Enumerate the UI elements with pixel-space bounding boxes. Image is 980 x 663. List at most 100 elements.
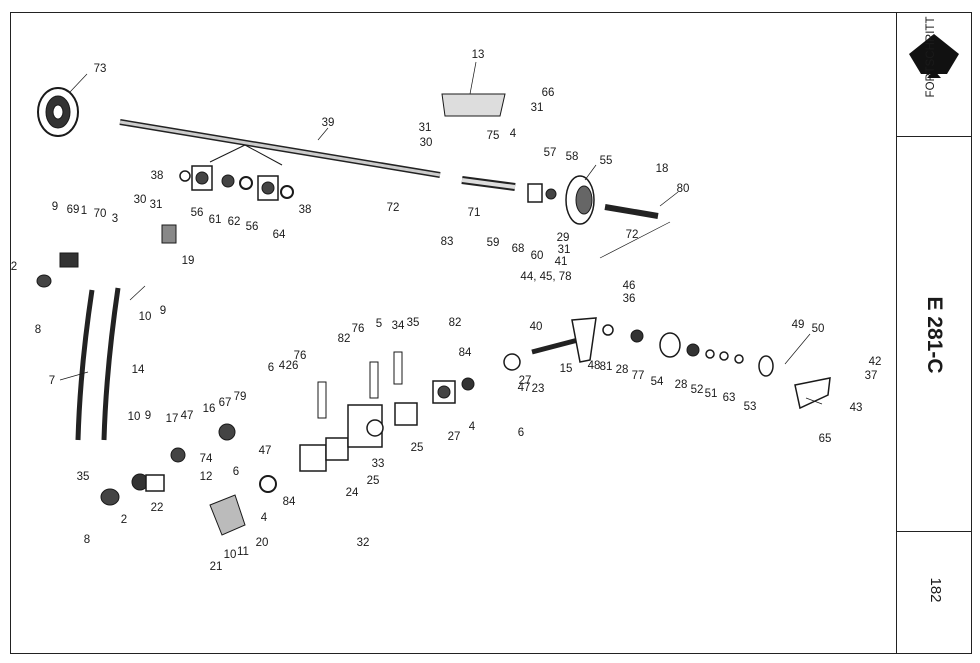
shaft-71-assembly bbox=[461, 175, 659, 225]
callout-81: 81 bbox=[600, 361, 613, 373]
callout-24: 24 bbox=[346, 487, 359, 499]
callout-26: 26 bbox=[286, 360, 299, 372]
callout-32: 32 bbox=[357, 537, 370, 549]
callout-23: 23 bbox=[532, 383, 545, 395]
callout-40: 40 bbox=[530, 321, 543, 333]
callout-29: 29 bbox=[557, 232, 570, 244]
callout-43: 43 bbox=[850, 402, 863, 414]
callout-4: 4 bbox=[510, 128, 517, 140]
leader-lines bbox=[59, 61, 823, 405]
callout-6: 6 bbox=[233, 466, 239, 478]
callout-36: 36 bbox=[623, 293, 636, 305]
callout-53: 53 bbox=[744, 401, 757, 413]
callout-42: 42 bbox=[869, 356, 882, 368]
callout-57: 57 bbox=[544, 147, 557, 159]
callout-47: 47 bbox=[259, 445, 272, 457]
callout-38: 38 bbox=[151, 170, 164, 182]
callout-64: 64 bbox=[273, 229, 286, 241]
callout-75: 75 bbox=[487, 130, 500, 142]
callout-10: 10 bbox=[139, 311, 152, 323]
callout-4: 4 bbox=[279, 360, 286, 372]
callout-59: 59 bbox=[487, 237, 500, 249]
callout-7: 7 bbox=[49, 375, 55, 387]
callout-52: 52 bbox=[691, 384, 704, 396]
callout-72: 72 bbox=[387, 202, 400, 214]
callout-17: 17 bbox=[166, 413, 179, 425]
callout-63: 63 bbox=[723, 392, 736, 404]
callout-47: 47 bbox=[181, 410, 194, 422]
callout-74: 74 bbox=[200, 453, 213, 465]
callout-82: 82 bbox=[338, 333, 351, 345]
callout-9: 9 bbox=[145, 410, 151, 422]
callout-50: 50 bbox=[812, 323, 825, 335]
logo-cell: FORTSCHRITT bbox=[897, 12, 971, 137]
callout-60: 60 bbox=[531, 250, 544, 262]
callout-15: 15 bbox=[560, 363, 573, 375]
callout-56: 56 bbox=[191, 207, 204, 219]
callout-10: 10 bbox=[128, 411, 141, 423]
callout-2: 2 bbox=[121, 514, 127, 526]
callout-35: 35 bbox=[407, 317, 420, 329]
plate-13 bbox=[441, 93, 506, 117]
callout-1: 1 bbox=[81, 205, 87, 217]
output-shaft-40 bbox=[531, 317, 831, 410]
callout-27: 27 bbox=[519, 375, 532, 387]
callout-28: 28 bbox=[675, 379, 688, 391]
callout-9: 9 bbox=[52, 201, 58, 213]
callout-56: 56 bbox=[246, 221, 259, 233]
tension-arms bbox=[36, 252, 121, 441]
callout-71: 71 bbox=[468, 207, 481, 219]
brand-name: FORTSCHRITT bbox=[925, 17, 937, 98]
callout-67: 67 bbox=[219, 397, 232, 409]
callout-83: 83 bbox=[441, 236, 454, 248]
callout-16: 16 bbox=[203, 403, 216, 415]
callout-27: 27 bbox=[448, 431, 461, 443]
callout-34: 34 bbox=[392, 320, 405, 332]
callout-39: 39 bbox=[322, 117, 335, 129]
callout-30: 30 bbox=[420, 137, 433, 149]
gearbox-plates bbox=[299, 351, 521, 472]
callout-84: 84 bbox=[459, 347, 472, 359]
callout-62: 62 bbox=[228, 216, 241, 228]
clamp-19 bbox=[161, 224, 177, 244]
callout-3: 3 bbox=[112, 213, 118, 225]
callout-11: 11 bbox=[237, 546, 249, 558]
callout-10: 10 bbox=[224, 549, 237, 561]
callout-68: 68 bbox=[512, 243, 525, 255]
callout-37: 37 bbox=[865, 370, 878, 382]
page-number: 182 bbox=[927, 577, 944, 603]
callout-76: 76 bbox=[294, 350, 307, 362]
callout-21: 21 bbox=[210, 561, 223, 573]
callout-28: 28 bbox=[616, 364, 629, 376]
callout-35: 35 bbox=[77, 471, 90, 483]
callout-44-45-78: 44, 45, 78 bbox=[520, 271, 571, 283]
callout-76: 76 bbox=[352, 323, 365, 335]
callout-19: 19 bbox=[182, 255, 195, 267]
callout-72: 72 bbox=[626, 229, 639, 241]
callout-2: 2 bbox=[11, 261, 17, 273]
sheet-border bbox=[10, 12, 972, 654]
callout-79: 79 bbox=[234, 391, 247, 403]
callout-4: 4 bbox=[469, 421, 476, 433]
exploded-view-drawing: 7339136631313075457585518803830315661625… bbox=[11, 49, 882, 573]
callout-38: 38 bbox=[299, 204, 312, 216]
callout-18: 18 bbox=[656, 163, 669, 175]
brand-logo: FORTSCHRITT bbox=[909, 17, 959, 98]
callout-49: 49 bbox=[792, 319, 805, 331]
callout-82: 82 bbox=[449, 317, 462, 329]
callout-20: 20 bbox=[256, 537, 269, 549]
pulley-73 bbox=[37, 87, 79, 137]
callout-70: 70 bbox=[94, 208, 107, 220]
callout-58: 58 bbox=[566, 151, 579, 163]
callout-4: 4 bbox=[261, 512, 268, 524]
callout-61: 61 bbox=[209, 214, 222, 226]
bearing-set-left bbox=[179, 165, 294, 201]
callout-48: 48 bbox=[588, 360, 601, 372]
title-block: FORTSCHRITT E 281-C 182 bbox=[896, 12, 972, 654]
page-number-cell: 182 bbox=[897, 532, 971, 652]
drawing-code-cell: E 281-C bbox=[897, 137, 971, 532]
callout-69: 69 bbox=[67, 204, 80, 216]
callout-84: 84 bbox=[283, 496, 296, 508]
